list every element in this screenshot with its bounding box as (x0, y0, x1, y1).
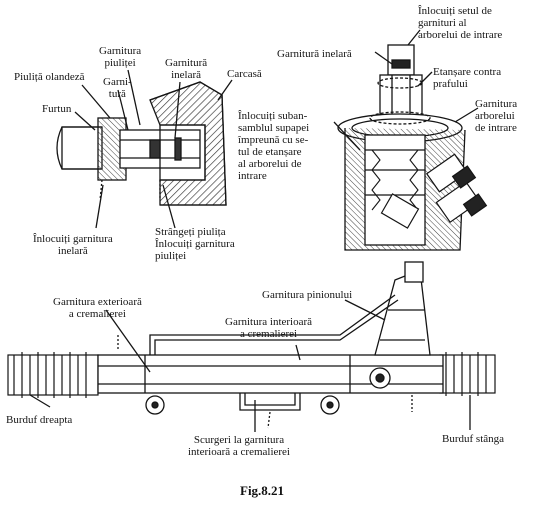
label-input-shaft-seal: Garnitura arborelui de intrare (475, 98, 518, 134)
label-dust-seal: Etanșare contra prafului (433, 66, 502, 90)
label-ring-seal-tl: Garnitură inelară (165, 57, 208, 81)
label-pinion-seal: Garnitura pinionului (262, 289, 353, 301)
label-right-boot: Burduf dreapta (6, 414, 73, 426)
label-replace-ring-seal: Înlocuiți garnitura inelară (33, 233, 113, 257)
label-hose: Furtun (42, 103, 72, 115)
steering-rack-assembly (7, 261, 496, 432)
label-left-boot: Burduf stânga (442, 433, 505, 445)
label-tighten-nut: Strângeți piulița Înlocuiți garnitura pi… (155, 226, 235, 262)
label-housing: Carcasă (227, 68, 262, 80)
label-nut: Piuliță olandeză (14, 71, 85, 83)
input-shaft-assembly (333, 29, 488, 251)
left-boot-bellows (439, 352, 496, 396)
label-seal: Garni- tură (103, 76, 132, 100)
hose-fitting-section (56, 69, 233, 229)
label-leaks: Scurgeri la garnitura interioară a crema… (188, 434, 290, 458)
label-replace-input-set: Înlocuiți setul de garnituri al arborelu… (418, 5, 503, 41)
label-outer-rack-seal: Garnitura exterioară a cremalierei (53, 296, 142, 320)
label-replace-subassembly: Înlocuiți suban- samblul supapei împreun… (238, 110, 310, 182)
right-boot-bellows (7, 352, 99, 398)
label-ring-seal-tr: Garnitură inelară (277, 48, 352, 60)
label-inner-rack-seal: Garnitura interioară a cremalierei (225, 316, 313, 340)
label-nut-seal: Garnitura piuliței (99, 45, 142, 69)
figure-caption: Fig.8.21 (240, 483, 285, 498)
